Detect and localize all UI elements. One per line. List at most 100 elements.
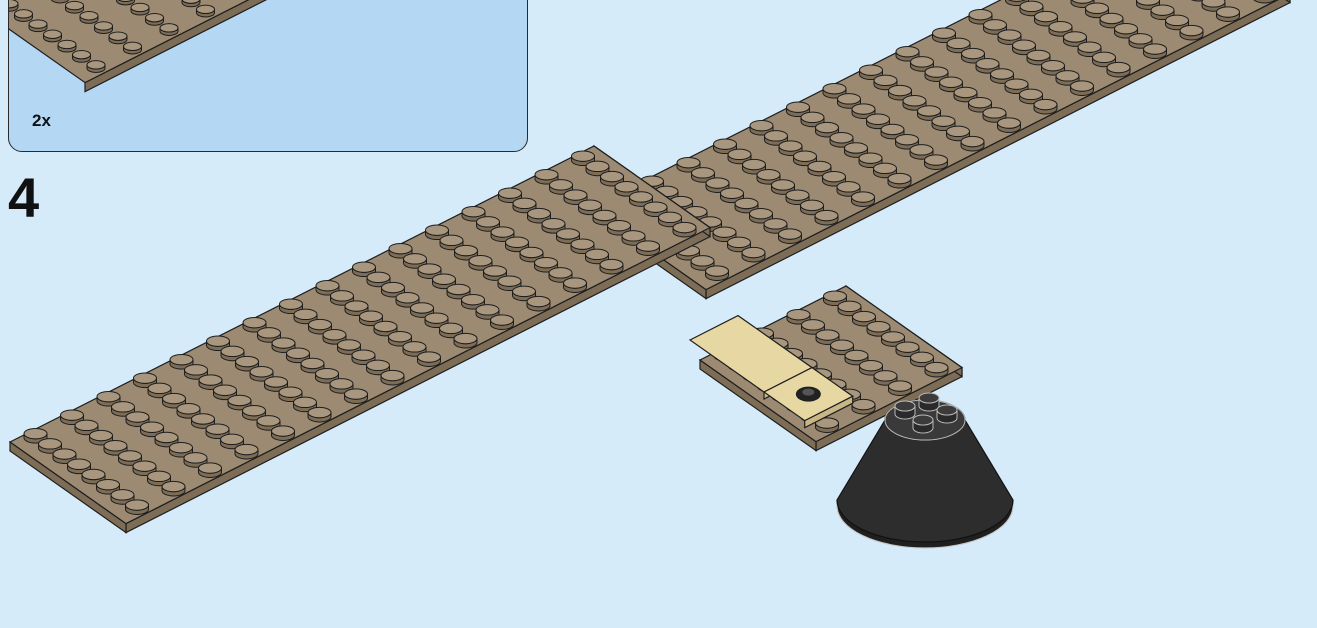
stud-top <box>221 434 244 444</box>
step-number: 4 <box>8 170 39 226</box>
stud <box>381 370 404 385</box>
stud-top <box>389 243 412 253</box>
stud-top <box>998 30 1021 40</box>
stud-top <box>403 342 426 352</box>
stud-top <box>1035 11 1058 21</box>
stud-top <box>418 352 441 362</box>
stud-top <box>185 365 208 375</box>
stud-top <box>73 50 91 58</box>
stud-top <box>331 291 354 301</box>
stud-top <box>1107 62 1130 72</box>
stud-top <box>889 85 912 95</box>
stud-top <box>197 5 215 13</box>
stud-top <box>484 266 507 276</box>
stud-top <box>527 296 550 306</box>
stud-top <box>148 471 171 481</box>
stud-top <box>852 104 875 114</box>
stud-top <box>455 245 478 255</box>
stud-top <box>801 112 824 122</box>
callout-baseplate <box>9 0 528 92</box>
stud-top <box>112 402 135 412</box>
cone-stud-top-2 <box>937 405 957 415</box>
stud-top <box>447 284 470 294</box>
stud-top <box>338 340 361 350</box>
stud-top <box>535 169 558 179</box>
stud-top <box>713 227 736 237</box>
stud-top <box>499 188 522 198</box>
stud-top <box>109 32 127 40</box>
stud-top <box>622 231 645 241</box>
stud-top <box>1217 7 1240 17</box>
stud-top <box>984 20 1007 30</box>
stud-top <box>1027 50 1050 60</box>
stud-top <box>896 134 919 144</box>
stud-top <box>170 354 193 364</box>
stud <box>272 426 295 441</box>
stud-top <box>801 200 824 210</box>
stud <box>73 50 91 62</box>
part-quantity-label: 2x <box>32 111 51 131</box>
stud <box>44 30 62 42</box>
stud-top <box>104 441 127 451</box>
stud-top <box>571 239 594 249</box>
stud-top <box>838 301 861 311</box>
stud-top <box>677 157 700 167</box>
stud <box>87 61 105 73</box>
stud-top <box>163 393 186 403</box>
stud-top <box>1013 40 1036 50</box>
stud-top <box>586 249 609 259</box>
dark-tan-baseplate-left-top <box>10 146 710 524</box>
stud-top <box>838 94 861 104</box>
stud <box>600 259 623 274</box>
stud-top <box>1129 34 1152 44</box>
stud-top <box>82 469 105 479</box>
stud <box>852 399 875 414</box>
stud-top <box>469 256 492 266</box>
stud-top <box>764 219 787 229</box>
stud-top <box>440 323 463 333</box>
stud-top <box>476 305 499 315</box>
stud-top <box>947 126 970 136</box>
stud <box>706 266 729 281</box>
stud-top <box>440 235 463 245</box>
stud-top <box>381 370 404 380</box>
stud-top <box>831 340 854 350</box>
stud <box>80 12 98 24</box>
cone-stud-top-0 <box>895 401 915 411</box>
stud-top <box>214 385 237 395</box>
stud-top <box>39 439 62 449</box>
stud <box>66 1 84 13</box>
stud-top <box>786 190 809 200</box>
stud <box>779 229 802 244</box>
stud-top <box>779 141 802 151</box>
stud-top <box>881 124 904 134</box>
stud-top <box>991 69 1014 79</box>
stud-top <box>918 106 941 116</box>
stud <box>1217 7 1240 22</box>
stud-top <box>133 461 156 471</box>
stud-top <box>816 330 839 340</box>
stud-top <box>787 309 810 319</box>
stud-top <box>1144 44 1167 54</box>
stud-top <box>528 208 551 218</box>
stud-top <box>794 151 817 161</box>
stud-top <box>396 293 419 303</box>
stud-top <box>236 356 259 366</box>
stud-top <box>520 247 543 257</box>
stud-top <box>345 301 368 311</box>
stud-top <box>874 163 897 173</box>
center-stud-hole <box>802 389 814 396</box>
stud-top <box>146 13 164 21</box>
stud-top <box>903 96 926 106</box>
stud <box>1107 62 1130 77</box>
stud-top <box>549 268 572 278</box>
stud-top <box>294 309 317 319</box>
stud-top <box>706 266 729 276</box>
stud <box>58 40 76 52</box>
stud-top <box>815 210 838 220</box>
stud-top <box>867 322 890 332</box>
stud-top <box>845 143 868 153</box>
stud-top <box>860 360 883 370</box>
stud-top <box>280 299 303 309</box>
stud-top <box>97 391 120 401</box>
